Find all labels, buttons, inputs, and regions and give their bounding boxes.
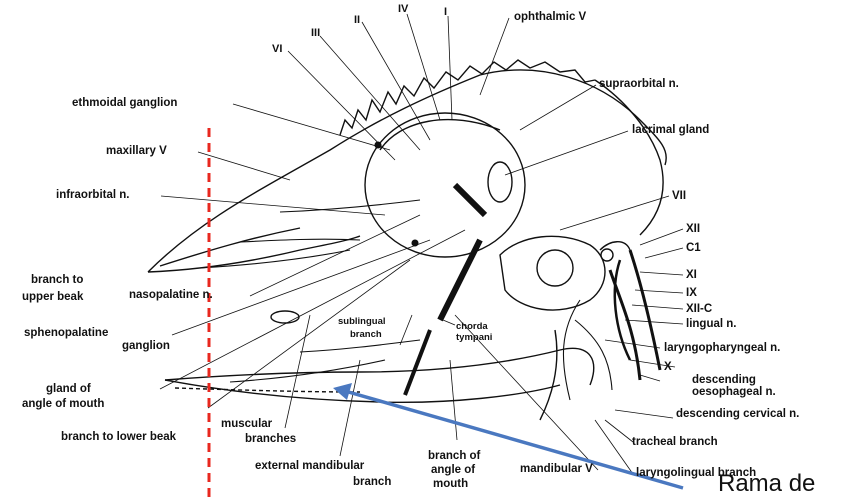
skull-outline: [148, 60, 666, 420]
label-xii-c: XII-C: [686, 303, 712, 315]
label-external-branch: branch: [353, 476, 391, 488]
overlay-text-rama-de: Rama de: [718, 470, 815, 498]
label-sphenopalatine-1: sphenopalatine: [24, 327, 108, 339]
nerve-branches: [200, 142, 612, 400]
label-infraorbital: infraorbital n.: [56, 189, 129, 201]
label-lacrimal-gland: lacrimal gland: [632, 124, 709, 136]
label-ethmoidal-ganglion: ethmoidal ganglion: [72, 97, 177, 109]
label-angle-of-mouth: angle of mouth: [22, 398, 104, 410]
label-descending: descending: [692, 374, 756, 386]
label-ophthalmic-v: ophthalmic V: [514, 11, 586, 23]
blue-arrow: [333, 383, 683, 488]
label-branches: branches: [245, 433, 296, 445]
label-branch-to-lower-beak: branch to lower beak: [61, 431, 176, 443]
label-branch-to-upper-beak-2: upper beak: [22, 291, 83, 303]
label-sublingual-1: sublingual: [338, 317, 386, 327]
label-c1: C1: [686, 242, 701, 254]
label-roman-vi: VI: [272, 43, 282, 55]
label-external-mandibular: external mandibular: [255, 460, 364, 472]
label-sphenopalatine-2: ganglion: [122, 340, 170, 352]
label-maxillary-v: maxillary V: [106, 145, 167, 157]
label-xi: XI: [686, 269, 697, 281]
label-muscular: muscular: [221, 418, 272, 430]
label-ix: IX: [686, 287, 697, 299]
label-mandibular-v: mandibular V: [520, 463, 593, 475]
label-lingual-n: lingual n.: [686, 318, 736, 330]
label-roman-iv: IV: [398, 3, 408, 15]
label-tympani: tympani: [456, 333, 492, 343]
label-branch-to-upper-beak-1: branch to: [31, 274, 83, 286]
label-vii: VII: [672, 190, 686, 202]
label-x: X: [664, 361, 672, 373]
label-angle-of: angle of: [431, 464, 475, 476]
label-roman-ii: II: [354, 14, 360, 26]
label-chorda: chorda: [456, 322, 488, 332]
label-laryngopharyngeal: laryngopharyngeal n.: [664, 342, 780, 354]
label-xii: XII: [686, 223, 700, 235]
label-oesophageal-n: oesophageal n.: [692, 386, 776, 398]
label-descending-cervical: descending cervical n.: [676, 408, 799, 420]
label-gland-of: gland of: [46, 383, 91, 395]
label-roman-iii: III: [311, 27, 320, 39]
label-mouth: mouth: [433, 478, 468, 490]
label-roman-i: I: [444, 6, 447, 18]
nerve-trunks: [405, 185, 660, 395]
label-tracheal-branch: tracheal branch: [632, 436, 718, 448]
label-nasopalatine: nasopalatine n.: [129, 289, 213, 301]
label-branch-of: branch of: [428, 450, 480, 462]
label-sublingual-2: branch: [350, 330, 382, 340]
label-supraorbital: supraorbital n.: [599, 78, 679, 90]
